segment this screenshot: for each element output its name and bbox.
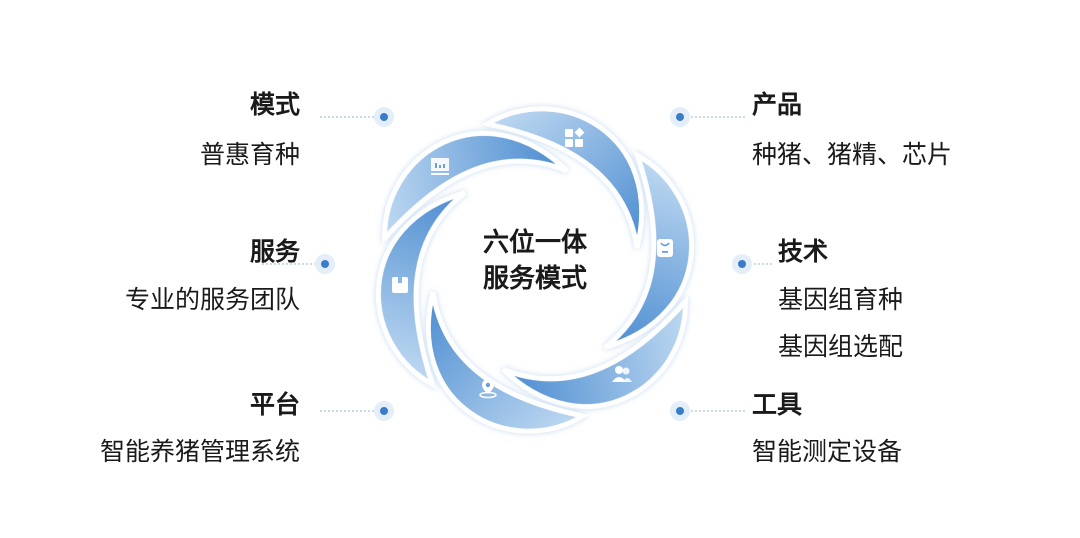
petal (376, 190, 467, 390)
users-icon (612, 366, 632, 382)
location-icon (479, 379, 497, 399)
item-title-platform: 平台 (249, 390, 300, 419)
petal (382, 130, 569, 246)
item-title-product: 产品 (752, 90, 803, 119)
connector-dot (676, 407, 684, 415)
item-desc-tool: 智能测定设备 (752, 437, 903, 466)
petal (425, 291, 590, 434)
item-title-tool: 工具 (752, 390, 803, 419)
petal (603, 150, 694, 350)
item-desc-mode: 普惠育种 (199, 140, 300, 169)
petal (501, 294, 688, 410)
bag-icon (657, 239, 673, 257)
center-title: 六位一体 服务模式 (455, 225, 615, 297)
apps-icon (565, 127, 585, 147)
connector-dot (321, 260, 329, 268)
item-title-mode: 模式 (249, 90, 300, 119)
connector-dot (676, 113, 684, 121)
item-title-service: 服务 (249, 237, 300, 266)
item-title-tech: 技术 (778, 237, 829, 266)
connector-dot (380, 113, 388, 121)
chart-icon (431, 158, 449, 175)
item-desc-service: 专业的服务团队 (124, 285, 300, 314)
box-icon (392, 277, 408, 293)
center-title-line1: 六位一体 (482, 228, 587, 258)
center-title-line2: 服务模式 (482, 264, 587, 294)
item-desc-platform: 智能养猪管理系统 (99, 437, 300, 466)
connector-dot (738, 260, 746, 268)
item-desc-tech-2: 基因组选配 (778, 332, 904, 361)
item-desc-product: 种猪、猪精、芯片 (752, 140, 953, 169)
petal (480, 106, 645, 249)
item-desc-tech-1: 基因组育种 (778, 285, 904, 314)
connector-dot (380, 407, 388, 415)
